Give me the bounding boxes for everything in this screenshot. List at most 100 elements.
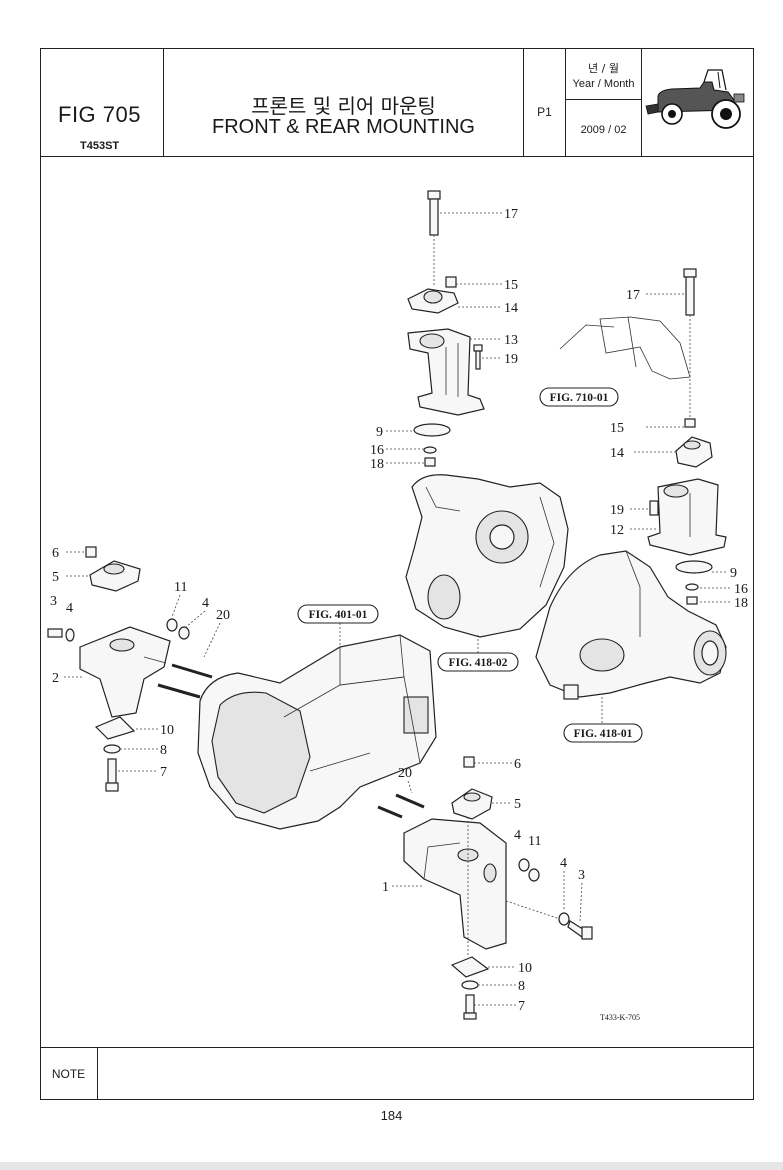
spacer-16-part: [423, 446, 437, 454]
callout-20a: 20: [216, 608, 230, 623]
bracket-2-part: [79, 626, 171, 718]
washer-11b-part: [528, 868, 540, 882]
callout-13: 13: [504, 333, 518, 348]
callout-18b: 18: [734, 596, 748, 611]
bracket-1-part: [403, 818, 507, 950]
washer-4d-part: [558, 912, 570, 926]
callout-9a: 9: [376, 425, 383, 440]
housing-418-01-part: [535, 550, 727, 700]
callout-11b: 11: [528, 834, 541, 849]
stopper-10a-part: [94, 716, 136, 740]
tractor-icon: [645, 69, 745, 129]
scan-edge: [0, 1162, 783, 1170]
page-cell: P1: [524, 48, 566, 157]
front-mount-group: 17 15 14 13 19 9: [370, 190, 569, 672]
transmission-case-401-01-part: [197, 634, 437, 830]
washer-4c-part: [518, 858, 530, 872]
exploded-view-drawing: 17 15 14 13 19 9: [47, 190, 748, 1022]
year-month-english: Year / Month: [572, 78, 635, 90]
fig-number: FIG 705: [58, 102, 141, 127]
gear-case-418-02-part: [405, 474, 569, 638]
rubber-mount-5b-part: [451, 788, 493, 820]
callout-15a: 15: [504, 278, 518, 293]
callout-7a: 7: [160, 765, 167, 780]
figref-710-01-badge: [539, 387, 619, 407]
title-korean: 프론트 및 리어 마운팅: [251, 94, 436, 118]
rubber-mount-14-part: [407, 288, 459, 314]
callout-7b: 7: [518, 999, 525, 1014]
frame-710-fragment: [599, 316, 691, 380]
date-divider: [566, 99, 641, 100]
date-value: 2009 / 02: [580, 124, 627, 136]
callout-4c: 4: [514, 828, 521, 843]
callout-10b: 10: [518, 961, 532, 976]
callout-17a: 17: [504, 207, 518, 222]
bolt-19-part: [473, 344, 483, 370]
bolt-6b-part: [463, 756, 475, 768]
bolt-17b-part: [683, 268, 697, 419]
bolt-7b-part: [463, 994, 477, 1020]
callout-10a: 10: [160, 723, 174, 738]
washer-9-part: [413, 423, 451, 437]
spacer-16b-part: [685, 583, 699, 591]
note-row: NOTE: [40, 1047, 754, 1100]
callout-2: 2: [52, 671, 59, 686]
callout-14b: 14: [610, 446, 624, 461]
model-code: T453ST: [80, 140, 120, 152]
callout-8b: 8: [518, 979, 525, 994]
fig-cell: FIG 705 T453ST: [40, 48, 164, 157]
callout-8a: 8: [160, 743, 167, 758]
washer-11a-part: [166, 618, 178, 632]
year-month-korean: 년 / 월: [588, 62, 619, 75]
bracket-13-part: [407, 328, 485, 416]
bolt-19b-part: [649, 500, 659, 516]
figref-401-01: FIG. 401-01: [309, 609, 368, 621]
right-mount-group: FIG. 710-01 17 15 14 19 12: [535, 268, 748, 743]
figref-418-02-badge: [437, 652, 519, 672]
header-rule: [40, 156, 754, 157]
callout-6a: 6: [52, 546, 59, 561]
figref-401-01-badge: [297, 604, 379, 624]
bolt-3b-part: [567, 920, 593, 940]
callout-5a: 5: [52, 570, 59, 585]
title-cell: 프론트 및 리어 마운팅 FRONT & REAR MOUNTING: [164, 48, 524, 157]
stud-20b-part: [395, 793, 425, 809]
page-label: P1: [537, 105, 552, 119]
callout-18a: 18: [370, 457, 384, 472]
bolt-3a-part: [47, 628, 63, 638]
nut-15b-part: [684, 418, 696, 428]
callout-3a: 3: [50, 594, 57, 609]
callout-6b: 6: [514, 757, 521, 772]
nut-18b-part: [686, 596, 698, 605]
callout-15b: 15: [610, 421, 624, 436]
note-label: NOTE: [40, 1048, 98, 1100]
callout-16a: 16: [370, 443, 384, 458]
callout-19a: 19: [504, 352, 518, 367]
callout-4a: 4: [66, 601, 73, 616]
callout-16b: 16: [734, 582, 748, 597]
left-mount-group: 6 5 11 4 20 3 4 2 10 8: [47, 546, 230, 792]
washer-9b-part: [675, 560, 713, 574]
bolt-7a-part: [105, 758, 119, 792]
rubber-mount-5a-part: [89, 560, 141, 592]
callout-5b: 5: [514, 797, 521, 812]
nut-18-part: [424, 457, 436, 467]
figref-418-01: FIG. 418-01: [574, 728, 633, 740]
washer-4a-part: [65, 628, 75, 642]
callout-19b: 19: [610, 503, 624, 518]
page-number: 184: [380, 1108, 403, 1123]
bracket-12-part: [647, 478, 727, 556]
bolt-6a-part: [85, 546, 97, 558]
lower-mount-group: 6 20 5 4 11 1 4 3: [377, 756, 593, 1020]
callout-12: 12: [610, 523, 624, 538]
washer-4b-part: [178, 626, 190, 640]
callout-9b: 9: [730, 566, 737, 581]
stopper-10b-part: [450, 956, 490, 978]
figref-418-02: FIG. 418-02: [449, 657, 508, 669]
title-block: FIG 705 T453ST 프론트 및 리어 마운팅 FRONT & REAR…: [40, 48, 754, 157]
callout-14a: 14: [504, 301, 518, 316]
title-english: FRONT & REAR MOUNTING: [212, 116, 475, 138]
callout-3b: 3: [578, 868, 585, 883]
bolt-17-part: [427, 190, 441, 287]
rubber-mount-14b-part: [675, 436, 713, 468]
